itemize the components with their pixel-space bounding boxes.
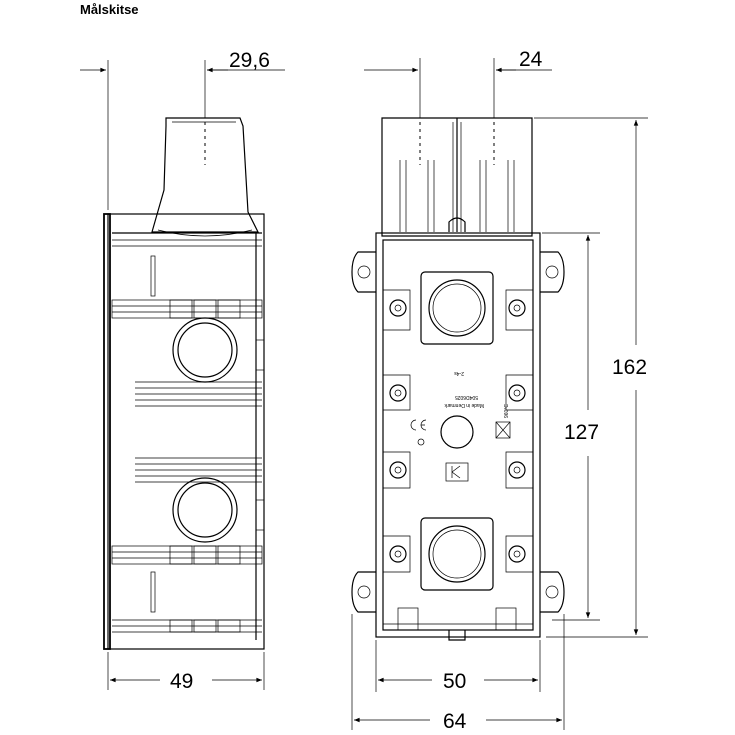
side-view: [103, 117, 265, 650]
k-mark-icon: [445, 462, 469, 482]
small-label-a: 2-4s: [454, 370, 464, 376]
front-top-dimension: 24: [364, 48, 552, 118]
made-in-label: Made in Denmark: [444, 402, 484, 408]
front-width-inner-label: 50: [443, 670, 466, 693]
side-top-dimension: 29,6: [80, 49, 285, 210]
side-bottom-dimension-label: 49: [170, 670, 193, 693]
screw-icon: [389, 299, 526, 563]
front-height-inner-dimension: 127: [542, 232, 600, 621]
ce-mark-icon: [410, 419, 427, 446]
code-label: 504D6025: [455, 394, 478, 400]
front-height-outer-dimension: 162: [534, 117, 648, 638]
approval-mark-icon: [495, 421, 511, 439]
front-height-inner-label: 127: [564, 421, 599, 444]
front-height-outer-label: 162: [612, 356, 647, 379]
front-view: Made in Denmark 504D6025 2-4s 960°C: [351, 117, 565, 641]
drawing-title: Målskitse: [80, 2, 139, 17]
side-bottom-dimension: 49: [107, 652, 265, 693]
small-label-b: 960°C: [504, 404, 510, 418]
side-top-dimension-label: 29,6: [229, 49, 270, 72]
front-width-inner-dimension: 50: [375, 640, 541, 693]
front-top-dimension-label: 24: [519, 48, 543, 71]
front-width-outer-dimension: 64: [351, 614, 565, 733]
front-width-outer-label: 64: [443, 710, 467, 733]
